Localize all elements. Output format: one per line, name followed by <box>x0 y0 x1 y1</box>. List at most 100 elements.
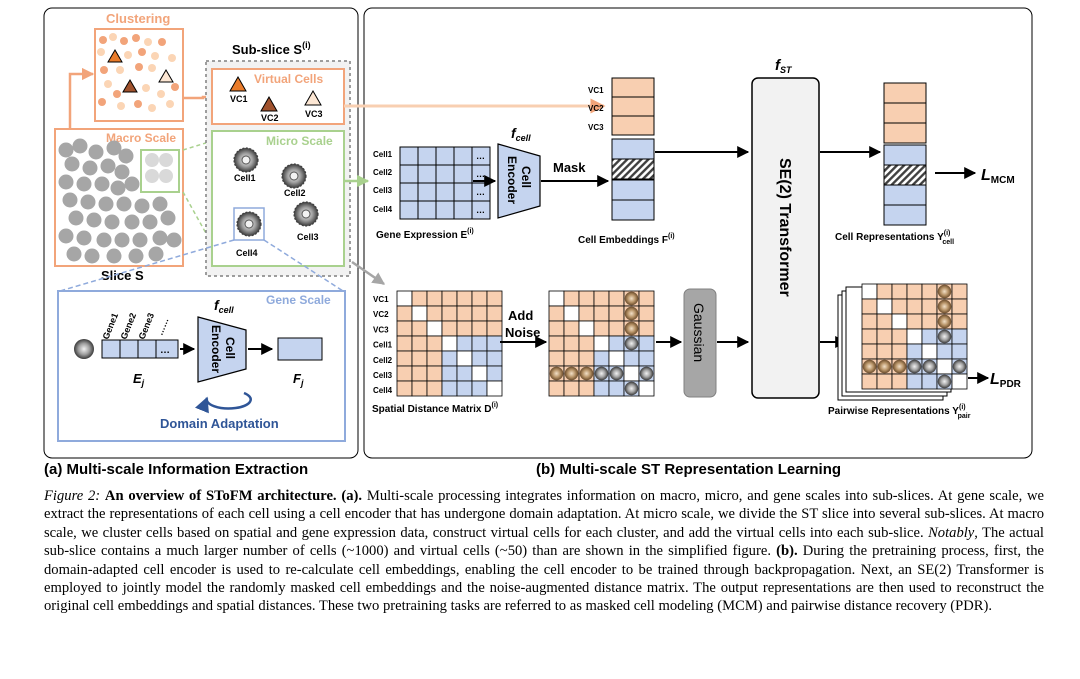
noise-blob <box>877 359 892 374</box>
matrix-cell <box>456 320 473 337</box>
cell4-label: Cell4 <box>236 248 258 258</box>
matrix-cell <box>486 380 503 397</box>
micro-cell-outline <box>236 211 262 237</box>
matrix-cell <box>441 290 458 307</box>
distance-row-label: VC1 <box>373 295 389 304</box>
matrix-cell <box>441 380 458 397</box>
matrix-cell <box>578 350 595 367</box>
matrix-cell <box>411 365 428 382</box>
matrix-cell <box>411 305 428 322</box>
slice-cell <box>106 140 122 156</box>
slice-cell <box>64 156 80 172</box>
f-cell-label-a: fcell <box>214 297 234 315</box>
noise-blob <box>639 366 654 381</box>
slice-cells <box>58 138 182 264</box>
matrix-cell <box>471 290 488 307</box>
matrix-cell <box>861 298 878 315</box>
matrix-cell <box>876 373 893 390</box>
micro-cells <box>233 147 319 237</box>
matrix-cell <box>456 305 473 322</box>
cluster-dot <box>99 36 107 44</box>
representation-cell <box>883 164 927 186</box>
matrix-cell <box>951 328 968 345</box>
matrix-cell <box>593 335 610 352</box>
matrix-cell <box>906 298 923 315</box>
f-j-label: Fj <box>293 371 304 388</box>
pairwise-representations-stack <box>837 283 968 401</box>
noise-blob <box>892 359 907 374</box>
matrix-cell <box>906 313 923 330</box>
gene-matrix-cell <box>435 146 455 166</box>
matrix-cell <box>411 290 428 307</box>
gene-matrix-cell <box>399 200 419 220</box>
svg-text:Cell3: Cell3 <box>373 186 393 195</box>
slice-selection <box>140 149 180 193</box>
matrix-cell <box>906 328 923 345</box>
gene-scale-label: Gene Scale <box>266 293 331 307</box>
domain-adaptation-label: Domain Adaptation <box>160 416 279 431</box>
slice-cell <box>68 210 84 226</box>
slice-cell <box>152 196 168 212</box>
cluster-dot <box>168 54 176 62</box>
representation-vc-cell <box>883 82 927 104</box>
matrix-cell <box>861 328 878 345</box>
cluster-dot <box>138 48 146 56</box>
mask-label: Mask <box>553 160 586 175</box>
cluster-triangle-2 <box>122 79 138 93</box>
slice-cell <box>128 248 144 264</box>
matrix-cell <box>486 335 503 352</box>
matrix-cell <box>471 380 488 397</box>
representation-cell <box>883 144 927 166</box>
slice-cell <box>100 158 116 174</box>
matrix-cell <box>396 380 413 397</box>
embedding-cell <box>611 199 655 221</box>
matrix-cell <box>396 365 413 382</box>
slice-cell <box>62 192 78 208</box>
cell-encoder-a-line1: Cell <box>223 337 237 359</box>
gene-expression-label: Gene Expression E(i) <box>376 228 474 241</box>
slice-cell <box>104 214 120 230</box>
cell-embeddings-vc-labels: VC1 VC2 VC3 <box>588 86 604 132</box>
matrix-cell <box>891 343 908 360</box>
gene-matrix-cell <box>435 182 455 202</box>
representation-vc-cell <box>883 102 927 124</box>
noise-blob <box>609 366 624 381</box>
cluster-dot <box>113 90 121 98</box>
slice-cell <box>80 194 96 210</box>
matrix-cell <box>456 335 473 352</box>
selected-cell <box>145 169 159 183</box>
noise-blob <box>862 359 877 374</box>
spatial-distance-matrix <box>396 290 503 397</box>
pairwise-representations-label: Pairwise Representations Y(i)pair <box>828 404 971 420</box>
cluster-dot <box>124 51 132 59</box>
embedding-cell <box>611 138 655 160</box>
embedding-cell <box>611 179 655 201</box>
matrix-cell <box>396 335 413 352</box>
zoom-line-left <box>59 239 235 292</box>
virtual-cells-label: Virtual Cells <box>254 72 323 86</box>
svg-text:Cell2: Cell2 <box>373 168 393 177</box>
svg-text:…: … <box>160 345 170 356</box>
matrix-cell <box>593 380 610 397</box>
gene-matrix-cell <box>417 182 437 202</box>
matrix-cell <box>426 335 443 352</box>
gene-matrix-ellipsis: … <box>476 205 485 215</box>
noise-blob <box>937 314 952 329</box>
gene-matrix-cell <box>399 182 419 202</box>
noise-blob <box>564 366 579 381</box>
matrix-cell <box>486 290 503 307</box>
noise-blob <box>624 291 639 306</box>
matrix-cell <box>563 290 580 307</box>
matrix-cell <box>486 365 503 382</box>
matrix-cell <box>411 320 428 337</box>
cluster-dot <box>98 98 106 106</box>
slice-cell <box>96 232 112 248</box>
gene-cell-icon <box>74 339 94 359</box>
distance-row-label: Cell2 <box>373 356 393 365</box>
matrix-cell <box>638 305 655 322</box>
cell-representations-column <box>883 82 927 226</box>
cluster-dot <box>142 84 150 92</box>
micro-scale-box <box>211 130 345 267</box>
matrix-cell <box>396 305 413 322</box>
micro-cell-outline <box>281 163 307 189</box>
